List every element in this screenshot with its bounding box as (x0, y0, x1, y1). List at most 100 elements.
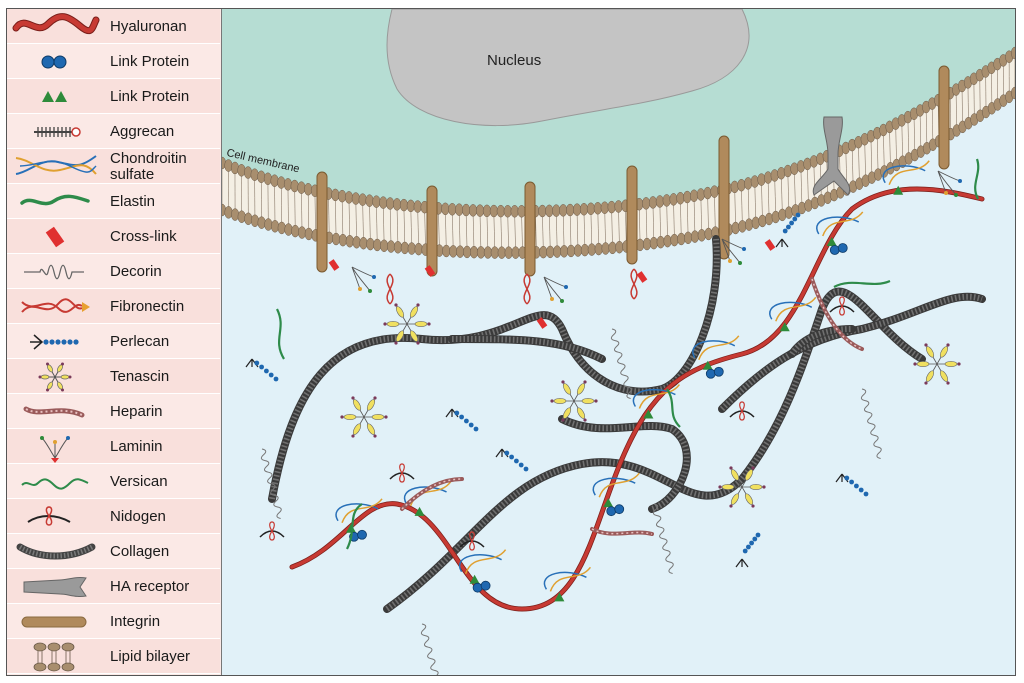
integrin-icon (21, 616, 87, 628)
hyaluronan-icon (12, 13, 100, 35)
decorin-shape (260, 448, 282, 520)
legend-item: Decorin (7, 254, 220, 289)
elastin-strand (666, 388, 681, 428)
legend-label: Decorin (110, 262, 162, 280)
legend-label: Chondroitin sulfate (110, 149, 187, 183)
laminin-shape (351, 266, 376, 293)
heparin-strand (400, 477, 464, 511)
legend-label: HA receptor (110, 577, 190, 595)
legend-label: Aggrecan (110, 122, 175, 140)
tenascin-shape (550, 380, 598, 422)
perlecan-shape (445, 408, 479, 432)
tenascin-icon (38, 362, 72, 392)
cross-link-mark (328, 259, 340, 271)
legend-item: Laminin (7, 429, 220, 464)
legend-item: Nidogen (7, 499, 220, 534)
cross-link-mark (536, 317, 548, 329)
legend-item: Tenascin (7, 359, 220, 394)
link-protein-green-icon (42, 91, 67, 102)
tenascin-shape (340, 396, 388, 438)
aggrecan-complex (458, 549, 507, 593)
decorin-shape (420, 623, 442, 675)
aggrecan-complex (882, 160, 930, 195)
perlecan-shape (495, 448, 529, 472)
legend-item: Aggrecan (7, 114, 220, 149)
decorin-shape (610, 328, 632, 400)
lipid-bilayer-icon (33, 642, 75, 672)
link-protein-blue-icon (41, 55, 67, 69)
aggrecan-complex (692, 335, 740, 379)
legend-label: Integrin (110, 612, 161, 630)
legend-label: Collagen (110, 542, 170, 560)
legend-label: Elastin (110, 192, 156, 210)
legend-label: Lipid bilayer (110, 647, 191, 665)
legend-label: Cross-link (110, 227, 177, 245)
laminin-shape (721, 238, 746, 265)
legend-item: Link Protein (7, 79, 220, 114)
ecm-illustration (217, 9, 1015, 675)
legend-item: Cross-link (7, 219, 220, 254)
elastin-strand (833, 279, 891, 288)
legend-item: Lipid bilayer (7, 639, 220, 674)
elastin-strand (276, 308, 285, 360)
decorin-icon (24, 264, 84, 280)
legend-label: Nidogen (110, 507, 166, 525)
aggrecan-icon (34, 127, 81, 137)
collagen-fiber (560, 416, 690, 512)
collagen-fiber (451, 336, 604, 362)
cross-link-mark (636, 271, 648, 283)
legend-item: Link Protein (7, 44, 220, 79)
ha-receptor-shape (812, 116, 851, 196)
aggrecan-complex (769, 296, 817, 332)
decorin-shape (860, 388, 882, 460)
legend-item: HA receptor (7, 569, 220, 604)
aggrecan-complex (335, 498, 383, 542)
elastin-icon (20, 194, 90, 206)
legend-label: Link Protein (110, 87, 190, 105)
legend-item: Heparin (7, 394, 220, 429)
heparin-icon (23, 406, 85, 418)
elastin-strand (974, 158, 980, 200)
legend-item: Collagen (7, 534, 220, 569)
legend-item: Hyaluronan (7, 9, 220, 44)
legend-label: Hyaluronan (110, 17, 187, 35)
collagen-fiber (719, 293, 983, 412)
legend-item: Chondroitin sulfate (7, 149, 220, 184)
perlecan-shape (245, 358, 279, 382)
aggrecan-complex (543, 566, 592, 602)
legend-label: Link Protein (110, 52, 190, 70)
laminin-shape (543, 276, 568, 303)
tenascin-shape (913, 343, 961, 385)
perlecan-shape (735, 532, 761, 568)
lipid-bilayer (217, 46, 1015, 259)
perlecan-shape (775, 212, 801, 248)
fibronectin-icon (21, 298, 90, 313)
nidogen-shape (459, 531, 485, 551)
ecm-scene: Nucleus Cell membrane (217, 9, 1015, 675)
decorin-shape (652, 503, 674, 575)
ha-receptor-icon (23, 576, 87, 598)
nidogen-icon (27, 506, 71, 526)
legend-label: Laminin (110, 437, 163, 455)
versican-icon (21, 478, 89, 490)
collagen-icon (16, 543, 96, 560)
laminin-shape (937, 170, 962, 197)
legend-item: Versican (7, 464, 220, 499)
chondroitin-sulfate-icon (15, 155, 97, 175)
aggrecan-complex (592, 472, 640, 517)
nucleus-shape (386, 9, 750, 127)
laminin-icon (40, 436, 70, 463)
legend-label: Fibronectin (110, 297, 185, 315)
tenascin-shape (718, 466, 766, 508)
aggrecan-complex (816, 211, 864, 255)
legend-item: Perlecan (7, 324, 220, 359)
tenascin-shape (383, 303, 431, 345)
perlecan-icon (30, 334, 79, 350)
collagen-fiber (269, 238, 720, 500)
nidogen-shape (729, 401, 755, 421)
legend-label: Heparin (110, 402, 163, 420)
legend-label: Tenascin (110, 367, 170, 385)
legend-item: Integrin (7, 604, 220, 639)
